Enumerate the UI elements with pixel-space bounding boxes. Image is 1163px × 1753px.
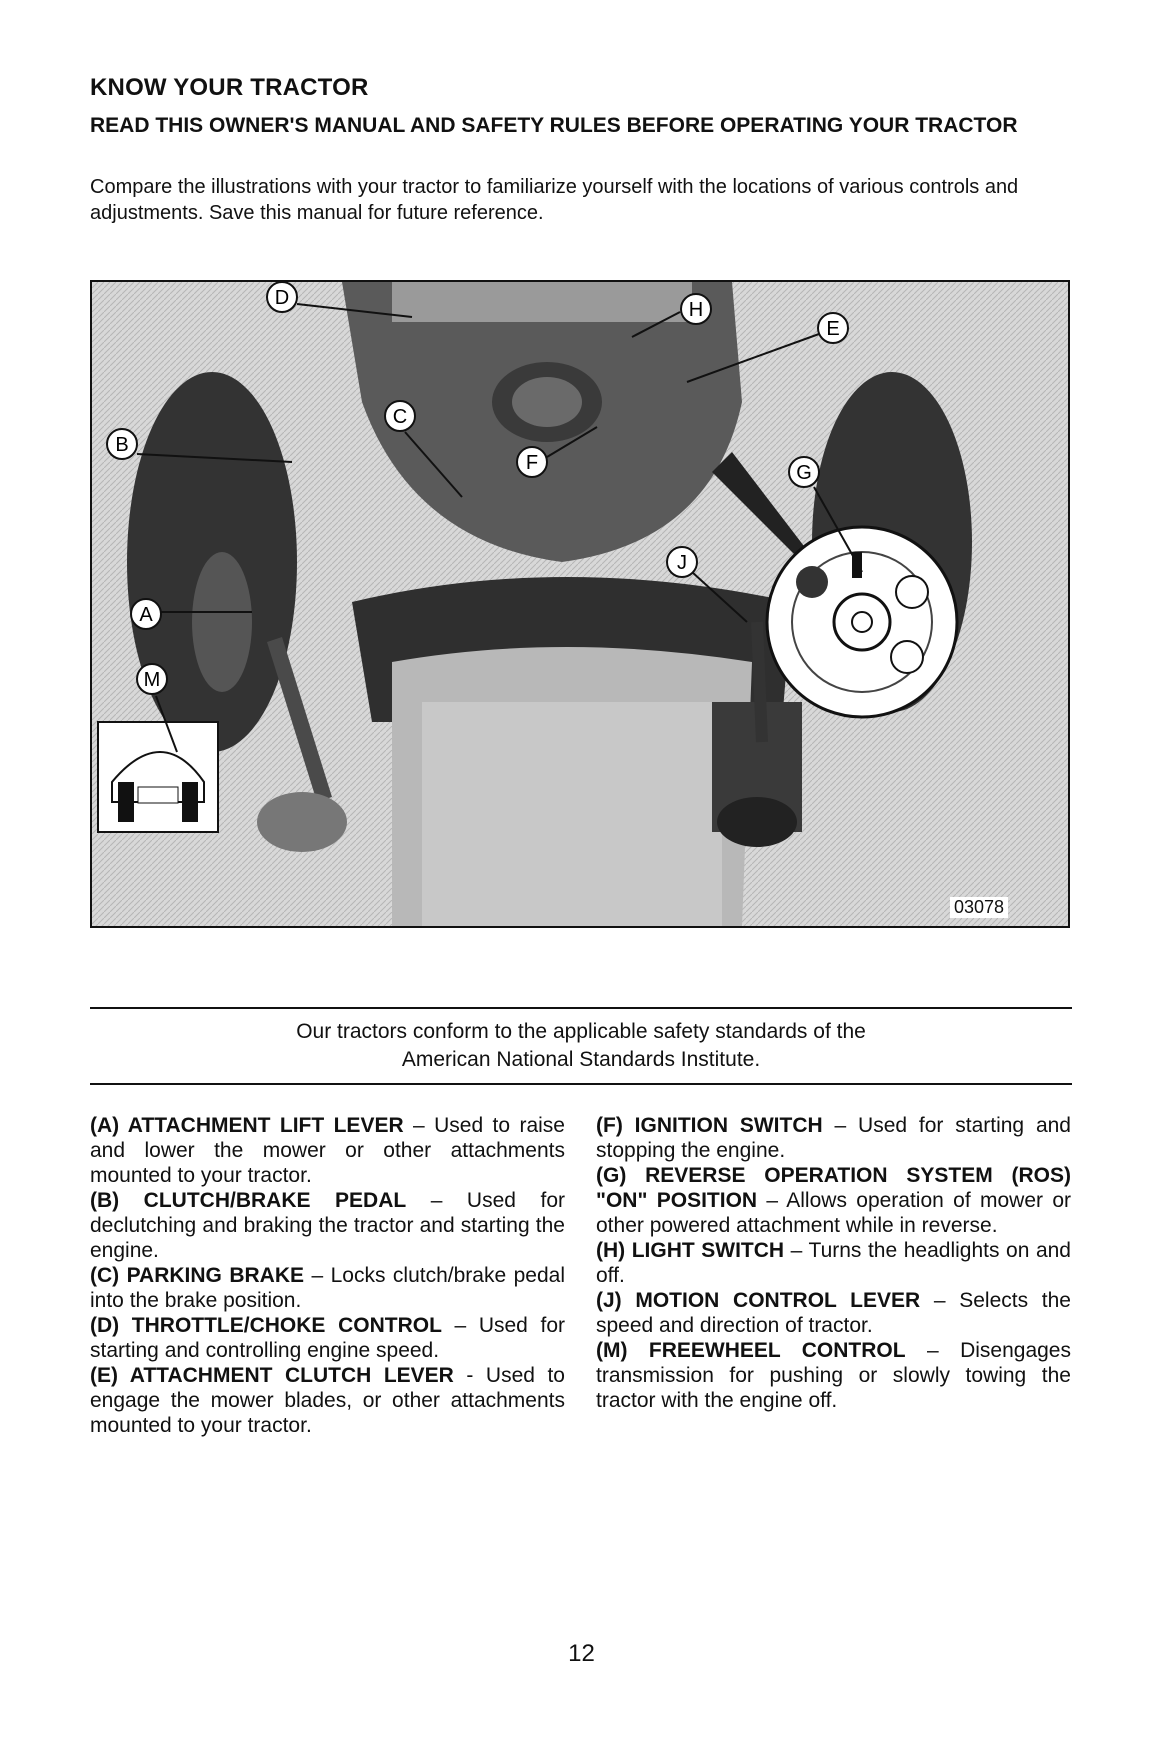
controls-list-right: (F) IGNITION SWITCH – Used for starting … [596,1113,1071,1413]
control-term: (B) CLUTCH/BRAKE PEDAL [90,1189,407,1212]
page-title: KNOW YOUR TRACTOR [90,74,369,101]
control-item: (E) ATTACHMENT CLUTCH LEVER - Used to en… [90,1363,565,1438]
callout-d: D [266,282,298,313]
controls-list-left: (A) ATTACHMENT LIFT LEVER – Used to rais… [90,1113,565,1438]
divider-bottom [90,1083,1072,1085]
control-desc: – Used to raise and lower the mower or o… [90,1114,565,1187]
callout-label: H [689,299,703,321]
callout-label: D [275,287,289,309]
callout-b: B [106,428,138,460]
callout-g: G [788,456,820,488]
tractor-drawing: D H E C B F G J A M [92,282,1068,926]
callout-f: F [516,446,548,478]
callout-label: C [393,406,407,428]
control-desc: – Disengages transmission for pushing or… [596,1339,1071,1412]
control-term: (A) ATTACHMENT LIFT LEVER [90,1114,404,1137]
control-term: (J) MOTION CONTROL LEVER [596,1289,921,1312]
tractor-controls-illustration: D H E C B F G J A M 03078 [90,280,1070,928]
control-term: (F) IGNITION SWITCH [596,1114,823,1137]
callout-a: A [130,598,162,630]
control-term: (D) THROTTLE/CHOKE CONTROL [90,1314,442,1337]
control-item: (D) THROTTLE/CHOKE CONTROL – Used for st… [90,1313,565,1363]
page-number: 12 [568,1640,595,1667]
control-term: (E) ATTACHMENT CLUTCH LEVER [90,1364,454,1387]
control-item: (J) MOTION CONTROL LEVER – Selects the s… [596,1288,1071,1338]
callout-e: E [817,312,849,344]
control-item: (M) FREEWHEEL CONTROL – Disengages trans… [596,1338,1071,1413]
control-term: (G) REVERSE OPERATION SYSTEM (ROS) "ON" … [596,1164,1071,1212]
control-desc: – Turns the headlights on and off. [596,1239,1071,1287]
control-item: (G) REVERSE OPERATION SYSTEM (ROS) "ON" … [596,1163,1071,1238]
callout-c: C [384,400,416,432]
control-item: (F) IGNITION SWITCH – Used for starting … [596,1113,1071,1163]
figure-number: 03078 [949,897,1008,918]
control-desc: – Locks clutch/brake pedal into the brak… [90,1264,565,1312]
control-desc: – Used for declutching and braking the t… [90,1189,565,1262]
callout-j: J [666,546,698,578]
callout-label: E [826,318,839,340]
control-desc: – Selects the speed and direction of tra… [596,1289,1071,1337]
lift-lever [267,637,332,802]
control-desc: - Used to engage the mower blades, or ot… [90,1364,565,1437]
standards-line-2: American National Standards Institute. [401,1048,761,1071]
standards-line-1: Our tractors conform to the applicable s… [296,1020,866,1043]
control-item: (A) ATTACHMENT LIFT LEVER – Used to rais… [90,1113,565,1188]
callout-m: M [136,663,168,695]
control-desc: – Allows operation of mower or other pow… [596,1189,1072,1237]
callout-label: B [115,434,128,456]
divider-top [90,1007,1072,1009]
callout-label: M [144,669,161,691]
intro-text: Compare the illustrations with your trac… [90,176,1019,224]
control-item: (H) LIGHT SWITCH – Turns the headlights … [596,1238,1071,1288]
page-subtitle: READ THIS OWNER'S MANUAL AND SAFETY RULE… [90,114,1018,137]
callout-label: F [526,452,538,474]
control-term: (H) LIGHT SWITCH [596,1239,785,1262]
control-term: (C) PARKING BRAKE [90,1264,305,1287]
callout-h: H [680,293,712,325]
standards-note: Our tractors conform to the applicable s… [90,1018,1072,1074]
control-item: (B) CLUTCH/BRAKE PEDAL – Used for declut… [90,1188,565,1263]
control-term: (M) FREEWHEEL CONTROL [596,1339,906,1362]
control-desc: – Used for starting and controlling engi… [90,1314,565,1362]
callout-label: A [139,604,153,626]
control-item: (C) PARKING BRAKE – Locks clutch/brake p… [90,1263,565,1313]
control-desc: – Used for starting and stopping the eng… [596,1114,1071,1162]
callout-label: G [796,462,812,484]
callout-label: J [677,552,687,574]
